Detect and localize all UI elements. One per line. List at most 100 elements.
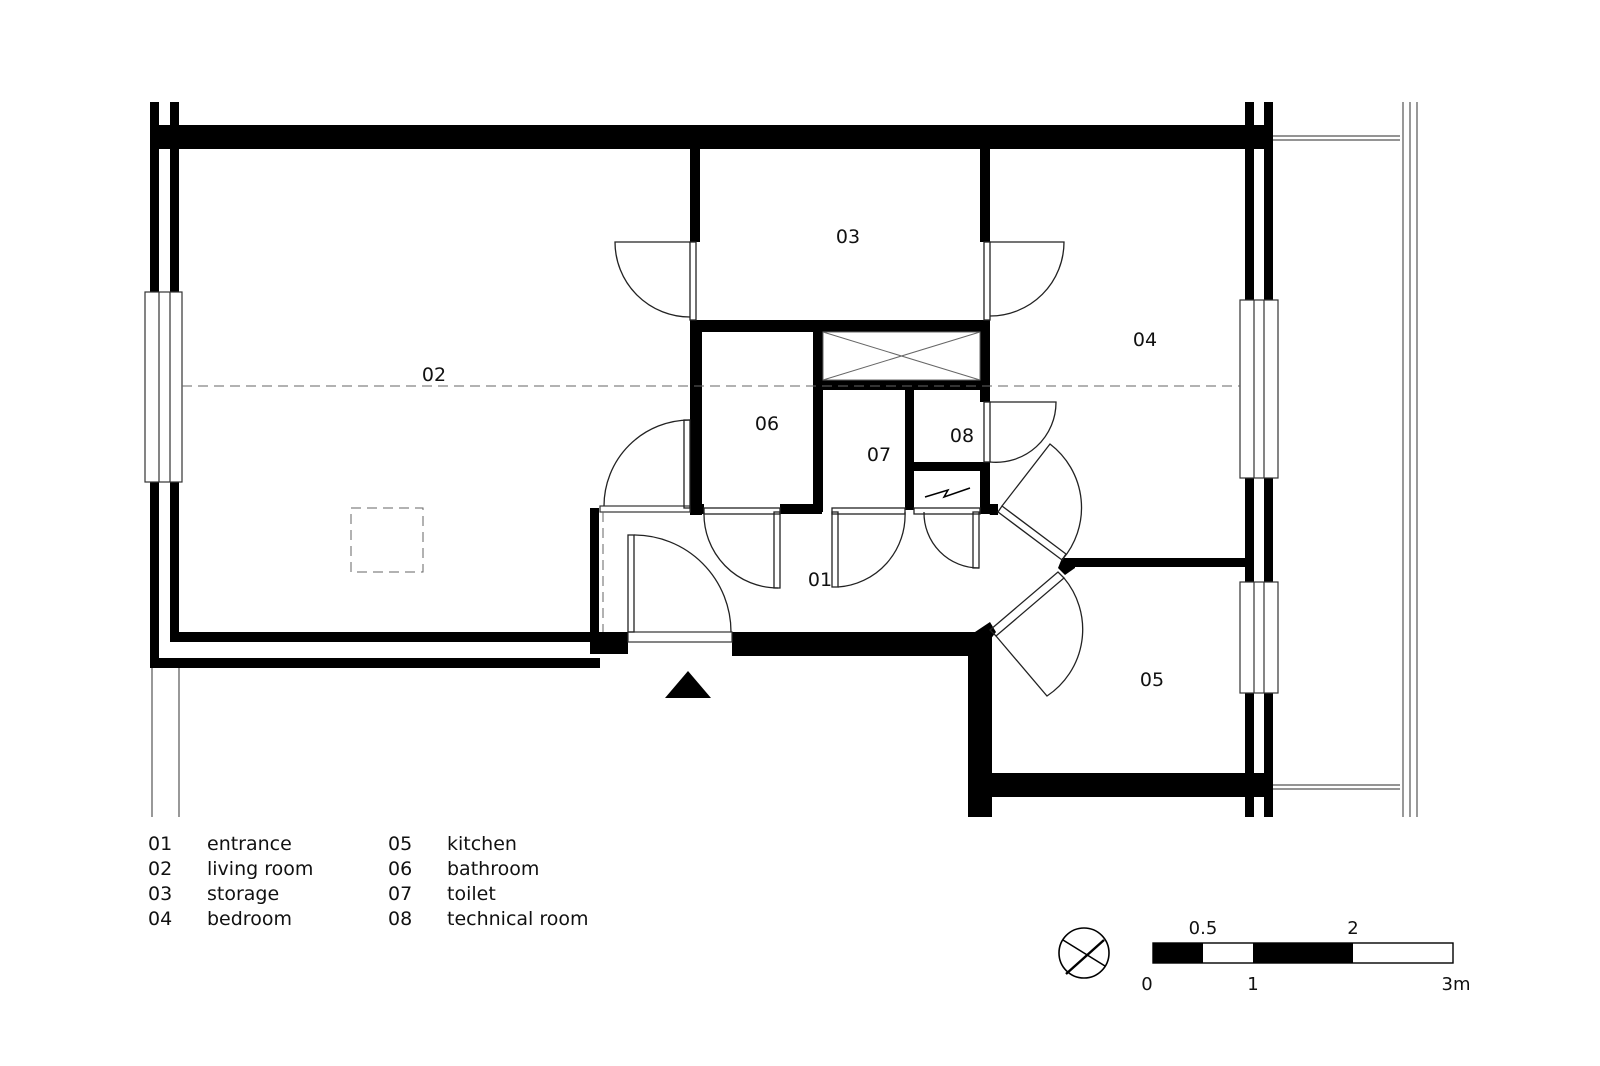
legend-item: 07 toilet [388, 882, 628, 907]
west-wall-inner [170, 102, 179, 292]
shaft-cross [822, 331, 981, 381]
room-label-05: 05 [1140, 669, 1164, 691]
legend-number: 03 [148, 883, 173, 905]
room-label-06: 06 [755, 413, 779, 435]
toilet-tech-wall [905, 390, 914, 510]
entrance-stub [590, 508, 599, 643]
kitchen-jamb [975, 622, 996, 640]
south-wall-living-inner [170, 632, 590, 642]
north-arrow-icon [1058, 927, 1110, 979]
bath-toilet-wall [813, 320, 823, 512]
entrance-frame [627, 631, 733, 643]
exterior-walls [150, 102, 1273, 817]
core-north-wall [690, 320, 990, 332]
west-wall-outer-lower [150, 482, 159, 668]
storage-east-wall [980, 149, 990, 242]
corridor-stub [690, 504, 704, 514]
room-label-02: 02 [422, 364, 446, 386]
scale-label-2: 2 [1347, 918, 1358, 939]
entrance-jamb-left [590, 632, 628, 654]
legend-number: 07 [388, 883, 413, 905]
legend-item: 01 entrance [148, 832, 388, 857]
north-wall [150, 125, 1268, 149]
window-east-low [1239, 581, 1279, 694]
east-wall-inner-top [1245, 102, 1254, 300]
legend-number: 01 [148, 833, 173, 855]
legend-number: 06 [388, 858, 413, 880]
core-west-wall [690, 320, 702, 515]
east-wall-inner-mid [1245, 478, 1254, 582]
door-storage-east [983, 241, 1065, 321]
windows [144, 291, 1279, 694]
legend-name: technical room [447, 908, 589, 930]
bath-door-jamb [780, 504, 822, 514]
legend-name: toilet [447, 883, 496, 905]
shaft-east-wall [980, 320, 990, 390]
east-wall-outer-low [1264, 693, 1273, 817]
legend-name: entrance [207, 833, 292, 855]
east-wall-outer-top [1264, 102, 1273, 300]
legend-item: 08 technical room [388, 907, 628, 932]
door-bedroom [997, 443, 1083, 561]
door-bathroom [703, 507, 781, 589]
legend-name: living room [207, 858, 314, 880]
legend-number: 04 [148, 908, 173, 930]
window-west [144, 291, 183, 483]
legend-item: 02 living room [148, 857, 388, 882]
door-entrance [627, 534, 732, 633]
dashed-lines [182, 385, 1240, 632]
west-wall-inner-lower [170, 482, 179, 642]
legend-number: 08 [388, 908, 413, 930]
scale-bar: 0.5 2 0 1 3m [1141, 918, 1470, 995]
room-label-01: 01 [808, 569, 832, 591]
scale-label-1: 1 [1247, 974, 1258, 995]
legend-item: 04 bedroom [148, 907, 388, 932]
legend-item: 06 bathroom [388, 857, 628, 882]
east-wall-inner-low [1245, 693, 1254, 817]
scale-segment-1 [1153, 943, 1203, 963]
legend-column-1: 01 entrance 02 living room 03 storage 04 bed… [148, 832, 388, 932]
legend-item: 05 kitchen [388, 832, 628, 857]
window-east-top [1239, 299, 1279, 479]
kitchen-bedroom-wall [1070, 558, 1248, 567]
scale-label-0: 0 [1141, 974, 1152, 995]
legend-column-2: 05 kitchen 06 bathroom 07 toilet 08 technica… [388, 832, 628, 932]
door-living [603, 419, 691, 509]
door-storage-west [614, 241, 697, 321]
opening-living-corridor [599, 505, 691, 513]
legend-name: storage [207, 883, 280, 905]
east-wall-outer-mid [1264, 478, 1273, 582]
balcony-lines [151, 102, 1418, 817]
corner-jamb [1058, 558, 1075, 575]
electrical-symbol [924, 487, 971, 499]
legend-name: bedroom [207, 908, 292, 930]
south-wall-living-outer [150, 658, 600, 668]
scale-label-3m: 3m [1442, 974, 1471, 995]
door-toilet [831, 507, 906, 588]
legend-item: 03 storage [148, 882, 388, 907]
kitchen-west-wall [968, 632, 992, 817]
legend-name: kitchen [447, 833, 517, 855]
door-tech-corridor [913, 507, 981, 569]
door-tech-bedroom [983, 401, 1057, 463]
legend-number: 05 [388, 833, 413, 855]
tech-east-wall-low [980, 462, 990, 514]
room-label-07: 07 [867, 444, 891, 466]
legend-name: bathroom [447, 858, 540, 880]
tech-east-wall [980, 390, 990, 402]
tech-south-wall [905, 462, 990, 471]
west-wall-outer [150, 102, 159, 292]
shaft-south-wall [813, 380, 990, 390]
room-label-03: 03 [836, 226, 860, 248]
tech-jamb [985, 504, 998, 515]
doors [603, 241, 1084, 697]
scale-segment-3 [1253, 943, 1353, 963]
skylight-outline [350, 507, 424, 573]
south-wall-entrance [732, 632, 978, 656]
room-label-04: 04 [1133, 329, 1157, 351]
legend-number: 02 [148, 858, 173, 880]
interior-walls [690, 149, 1248, 640]
room-label-08: 08 [950, 425, 974, 447]
door-kitchen [989, 571, 1084, 697]
